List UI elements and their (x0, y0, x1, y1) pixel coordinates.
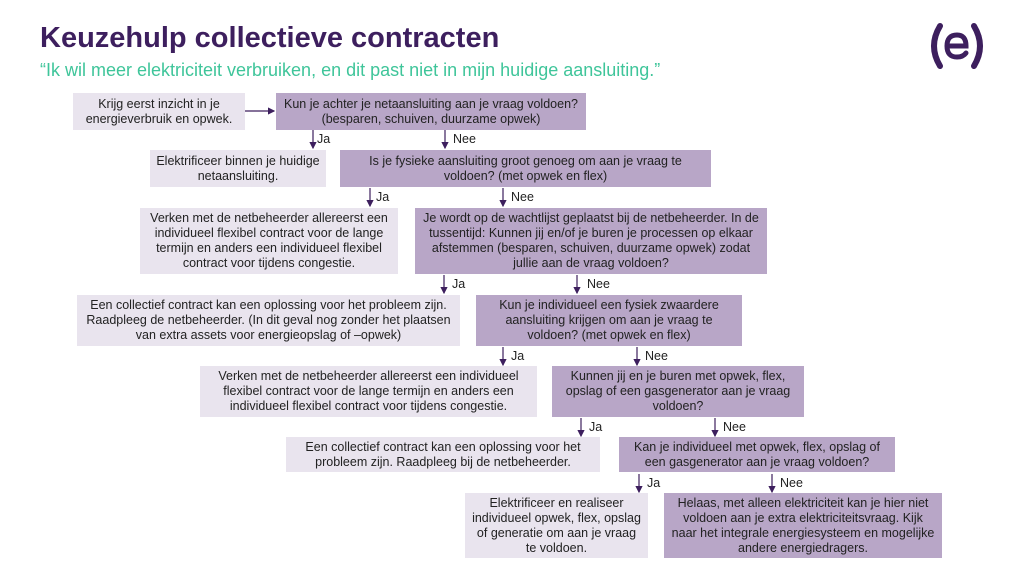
flow-box-q2: Is je fysieke aansluiting groot genoeg o… (340, 150, 711, 187)
flow-box-a2: Verken met de netbeheerder allereerst ee… (140, 208, 398, 274)
flow-box-q5: Kunnen jij en je buren met opwek, flex, … (552, 366, 804, 417)
label-q6-no: Nee (780, 476, 803, 490)
label-q4-yes: Ja (511, 349, 525, 363)
label-q2-no: Nee (511, 190, 534, 204)
flow-box-a5: Een collectief contract kan een oplossin… (286, 437, 600, 472)
label-q2-yes: Ja (376, 190, 390, 204)
flow-box-a4: Verken met de netbeheerder allereerst ee… (200, 366, 537, 417)
label-q6-yes: Ja (647, 476, 661, 490)
flow-box-a6: Elektrificeer en realiseer individueel o… (465, 493, 648, 558)
flow-box-q6: Kan je individueel met opwek, flex, opsl… (619, 437, 895, 472)
flow-box-start: Krijg eerst inzicht in je energieverbrui… (73, 93, 245, 130)
e-bracket-logo-icon (931, 23, 983, 69)
label-q3-yes: Ja (452, 277, 466, 291)
flow-box-q1: Kun je achter je netaansluiting aan je v… (276, 93, 586, 130)
flow-box-a1: Elektrificeer binnen je huidige netaansl… (150, 150, 326, 187)
label-q3-no: Nee (587, 277, 610, 291)
flow-box-q4: Kun je individueel een fysiek zwaardere … (476, 295, 742, 346)
label-q1-yes: Ja (317, 132, 331, 146)
page-title: Keuzehulp collectieve contracten (40, 22, 500, 54)
flow-box-q3: Je wordt op de wachtlijst geplaatst bij … (415, 208, 767, 274)
label-q5-yes: Ja (589, 420, 603, 434)
flow-box-end: Helaas, met alleen elektriciteit kan je … (664, 493, 942, 558)
page-subtitle: “Ik wil meer elektriciteit verbruiken, e… (40, 60, 661, 80)
label-q1-no: Nee (453, 132, 476, 146)
flow-box-a3: Een collectief contract kan een oplossin… (77, 295, 460, 346)
label-q5-no: Nee (723, 420, 746, 434)
label-q4-no: Nee (645, 349, 668, 363)
